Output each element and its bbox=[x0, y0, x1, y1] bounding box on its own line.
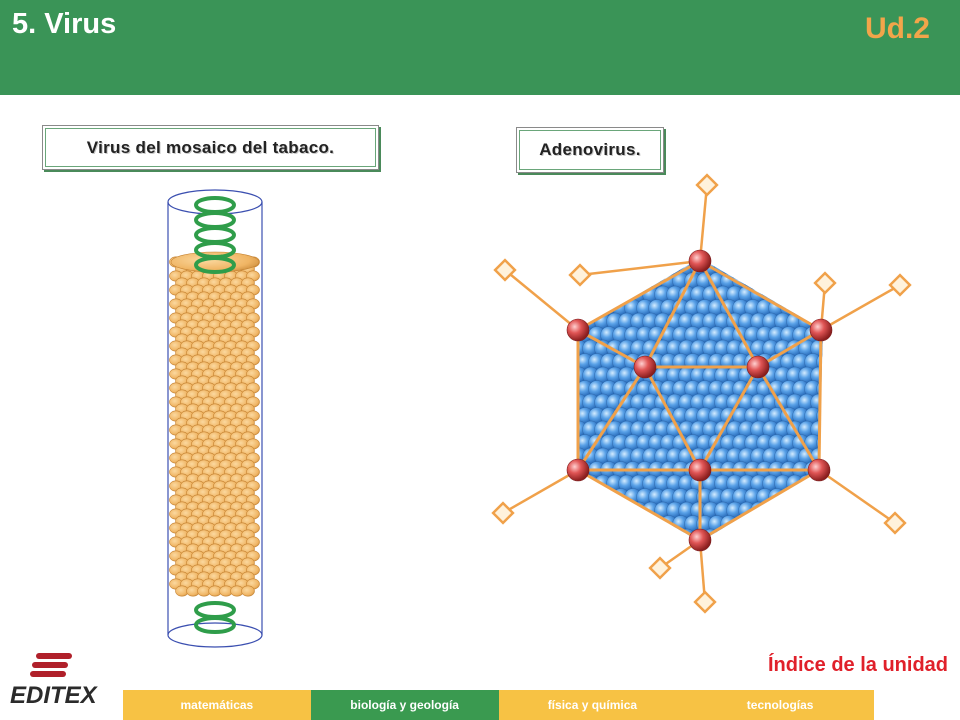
subject-tabs: matemáticas biología y geología física y… bbox=[123, 690, 874, 720]
tab-biologia-geologia[interactable]: biología y geología bbox=[310, 690, 499, 720]
unit-index-link[interactable]: Índice de la unidad bbox=[767, 654, 948, 676]
unit-label: Ud.2 bbox=[864, 12, 930, 45]
editex-logo-icon bbox=[30, 653, 72, 677]
header-bar: 5. Virus Ud.2 bbox=[0, 0, 960, 95]
tmv-illustration bbox=[167, 189, 263, 648]
tmv-caption: Virus del mosaico del tabaco. bbox=[42, 125, 379, 170]
adenovirus-illustration bbox=[491, 173, 912, 614]
page-title: 5. Virus bbox=[12, 8, 117, 40]
tab-fisica-quimica[interactable]: física y química bbox=[498, 690, 687, 720]
tab-matematicas[interactable]: matemáticas bbox=[123, 690, 311, 720]
tab-tecnologias[interactable]: tecnologías bbox=[686, 690, 874, 720]
editex-logo-text: EDITEX bbox=[10, 682, 97, 709]
adenovirus-caption: Adenovirus. bbox=[516, 127, 664, 173]
